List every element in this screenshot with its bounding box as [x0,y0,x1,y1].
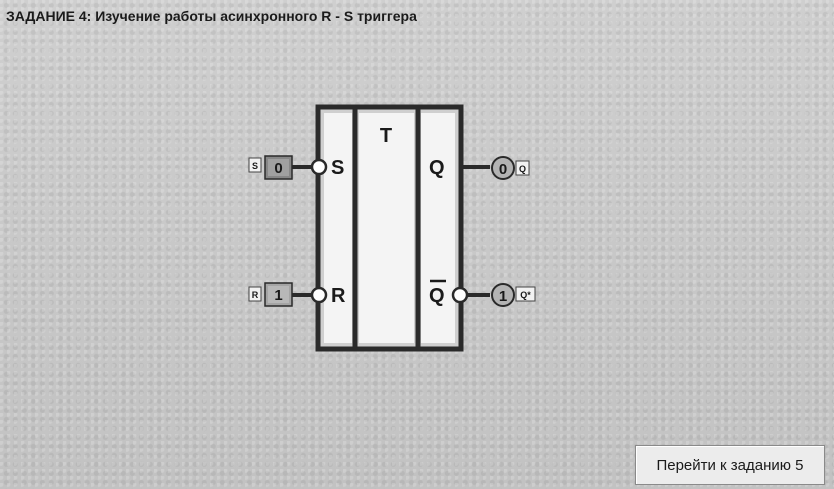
s-input-group: S 0 S [248,155,344,180]
q-inverse-output-tag: Q* [520,290,531,300]
q-inverse-pin-label: Q [429,285,445,307]
r-input-value: 1 [274,287,282,304]
r-input-tag: R [252,290,259,300]
s-input-tag: S [252,161,258,171]
q-output-indicator [491,156,515,180]
trigger-block: T [315,104,464,352]
q-inverse-bubble [451,286,469,304]
s-input-value: 0 [274,160,282,177]
s-inversion-bubble [310,158,328,176]
s-pin-label: S [331,157,344,179]
q-output-group: Q 0 Q [429,156,530,180]
q-output-value: 0 [499,161,507,178]
q-output-tag: Q [519,164,526,174]
s-input-toggle[interactable]: 0 [264,155,293,180]
r-pin-label: R [331,285,346,307]
trigger-type-label: T [380,125,392,147]
next-task-button[interactable]: Перейти к заданию 5 [635,445,825,485]
r-input-group: R 1 R [248,282,346,307]
r-inversion-bubble [310,286,328,304]
q-inverse-output-group: Q 1 Q* [429,279,536,307]
r-input-toggle[interactable]: 1 [264,282,293,307]
q-inverse-output-indicator [491,283,515,307]
q-pin-label: Q [429,157,445,179]
q-inverse-output-value: 1 [499,288,507,305]
page-title: ЗАДАНИЕ 4: Изучение работы асинхронного … [6,8,417,24]
